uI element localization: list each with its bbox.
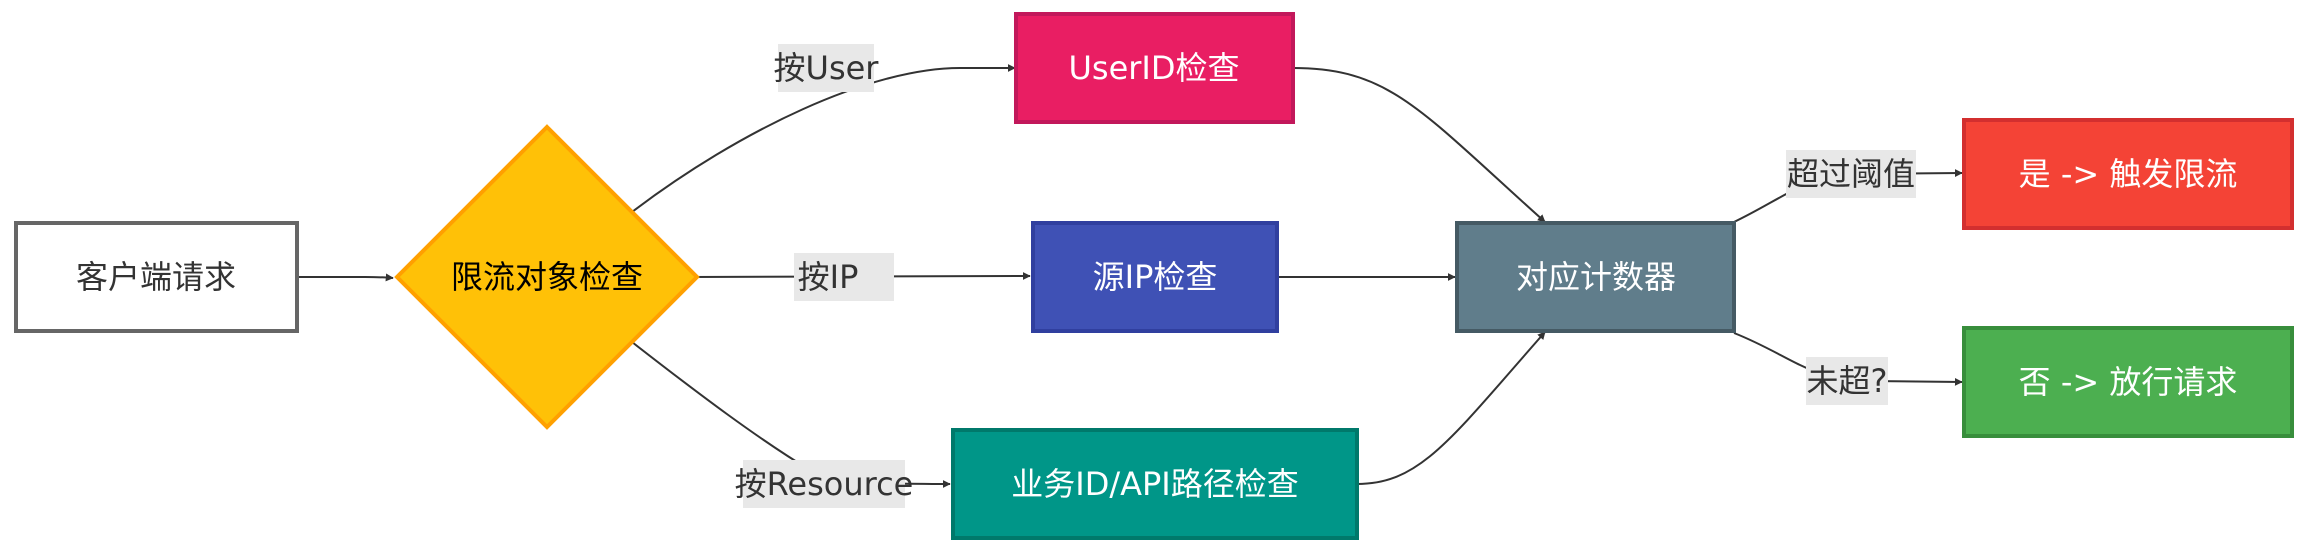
edge-label-bg (778, 44, 874, 92)
node-box (951, 428, 1359, 540)
node-label: 源IP检查 (1093, 258, 1218, 296)
edge-label-text: 未超? (1807, 362, 1888, 400)
node-counter[interactable]: 对应计数器 (1455, 221, 1736, 333)
decision-diamond (394, 124, 700, 430)
edge-label-by-ip: 按IP (794, 253, 894, 301)
node-label: 否 -> 放行请求 (2019, 363, 2238, 401)
edge-label-text: 超过阈值 (1787, 155, 1915, 193)
node-box (1962, 326, 2294, 438)
node-source-ip-check[interactable]: 源IP检查 (1031, 221, 1279, 333)
edge-label-by-user: 按User (774, 44, 880, 92)
node-label: 对应计数器 (1516, 258, 1676, 296)
edges (297, 64, 1963, 488)
edge-bizid-to-counter (1356, 331, 1546, 485)
edge-label-bg (1806, 357, 1888, 405)
node-label: 限流对象检查 (451, 258, 643, 296)
node-userid-check[interactable]: UserID检查 (1014, 12, 1295, 124)
node-box (1455, 221, 1736, 333)
node-trigger-ratelimit[interactable]: 是 -> 触发限流 (1962, 118, 2294, 230)
edge-client-to-decision (297, 273, 394, 282)
node-client-request[interactable]: 客户端请求 (14, 221, 299, 333)
node-label: 业务ID/API路径检查 (1011, 465, 1299, 503)
edge-label-text: 按User (774, 49, 880, 87)
edge-label-bg (794, 253, 894, 301)
node-box (1014, 12, 1295, 124)
edge-label-text: 按IP (798, 258, 859, 296)
edge-decision-to-userid (631, 64, 1016, 213)
node-label: 是 -> 触发限流 (2019, 155, 2238, 193)
edge-label-not-over: 未超? (1806, 357, 1888, 405)
node-allow-request[interactable]: 否 -> 放行请求 (1962, 326, 2294, 438)
edge-label-by-resource: 按Resource (735, 460, 914, 508)
edge-label-bg (1786, 150, 1916, 198)
node-box (1962, 118, 2294, 230)
node-label: UserID检查 (1068, 49, 1239, 87)
node-box (14, 221, 299, 333)
node-box (1031, 221, 1279, 333)
edge-label-text: 按Resource (735, 465, 914, 503)
edge-label-over-threshold: 超过阈值 (1786, 150, 1916, 198)
node-ratelimit-target-check[interactable]: 限流对象检查 (394, 124, 700, 430)
edge-userid-to-counter (1292, 67, 1546, 223)
node-label: 客户端请求 (76, 258, 236, 296)
edge-label-bg (743, 460, 905, 508)
node-business-id-api-path-check[interactable]: 业务ID/API路径检查 (951, 428, 1359, 540)
